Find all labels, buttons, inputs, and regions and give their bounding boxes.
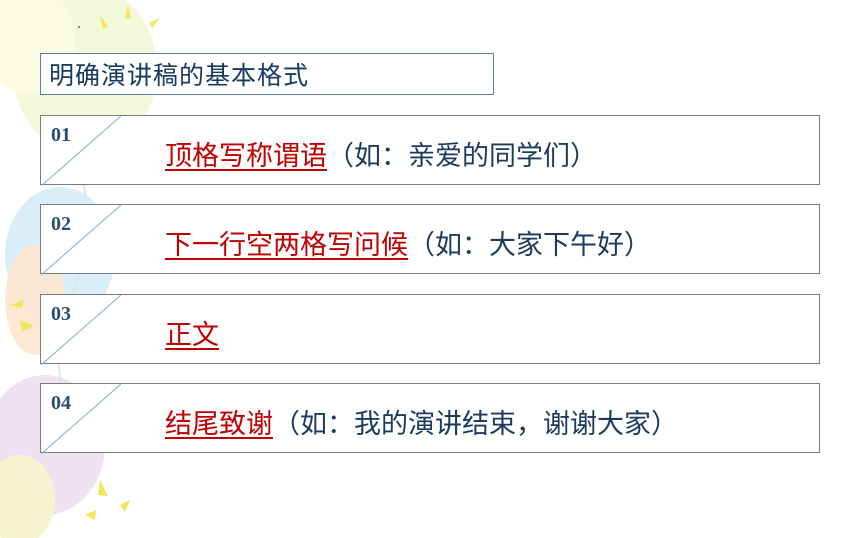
item-number: 03 bbox=[51, 303, 71, 325]
item-note: （如：亲爱的同学们） bbox=[327, 141, 597, 172]
format-item-4: 04 结尾致谢（如：我的演讲结束，谢谢大家） bbox=[40, 383, 820, 454]
page-title: 明确演讲稿的基本格式 bbox=[49, 61, 310, 90]
item-note: （如：大家下午好） bbox=[408, 230, 651, 261]
corner-diagonal bbox=[41, 116, 121, 186]
item-content: 顶格写称谓语（如：亲爱的同学们） bbox=[165, 134, 597, 173]
item-number: 01 bbox=[51, 124, 71, 146]
item-content: 正文 bbox=[165, 313, 219, 352]
corner-diagonal bbox=[41, 384, 121, 454]
item-content: 结尾致谢（如：我的演讲结束，谢谢大家） bbox=[165, 402, 678, 441]
item-note: （如：我的演讲结束，谢谢大家） bbox=[273, 409, 678, 440]
item-key-text: 下一行空两格写问候 bbox=[165, 230, 408, 261]
item-key-text: 结尾致谢 bbox=[165, 409, 273, 440]
sparkle-bottom bbox=[85, 480, 130, 520]
decorative-dot bbox=[78, 26, 80, 28]
corner-diagonal bbox=[41, 205, 121, 275]
sparkle-top bbox=[100, 5, 160, 29]
format-item-3: 03 正文 bbox=[40, 294, 820, 365]
item-key-text: 顶格写称谓语 bbox=[165, 141, 327, 172]
format-item-2: 02 下一行空两格写问候（如：大家下午好） bbox=[40, 204, 820, 275]
item-number: 02 bbox=[51, 213, 71, 235]
item-key-text: 正文 bbox=[165, 320, 219, 351]
corner-diagonal bbox=[41, 295, 121, 365]
sparkle-left bbox=[10, 300, 34, 332]
balloon-yellow-bottom bbox=[0, 455, 55, 538]
title-box: 明确演讲稿的基本格式 bbox=[40, 53, 494, 95]
format-item-1: 01 顶格写称谓语（如：亲爱的同学们） bbox=[40, 115, 820, 186]
item-content: 下一行空两格写问候（如：大家下午好） bbox=[165, 223, 651, 262]
item-number: 04 bbox=[51, 392, 71, 414]
